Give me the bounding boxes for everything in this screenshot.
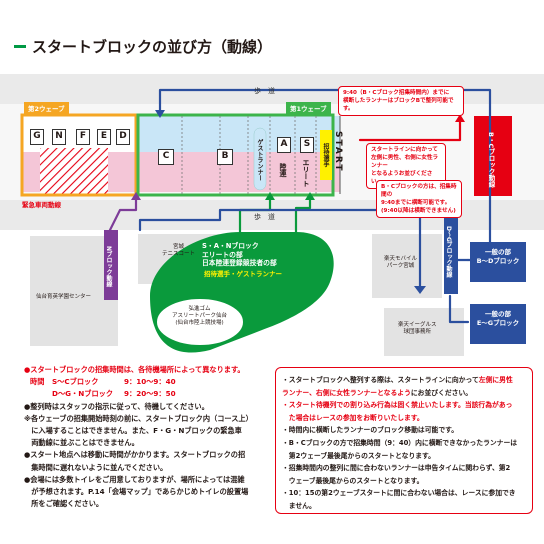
wave2-label: 第2ウェーブ [24, 102, 69, 114]
tennis-court-label: 宮城 テニスコート [162, 244, 196, 257]
rnote-line-2b: た場合はレースの参加をお断りいたします。 [282, 413, 424, 422]
block-f: F [76, 129, 90, 145]
note-toilet-3: 所をご確認ください。 [24, 499, 104, 509]
wave1-box [136, 113, 335, 197]
green-area-sub: 招待選手・ゲストランナー [204, 270, 282, 278]
callout-top: 9:40（B・Cブロック招集時間内）までに 横断したランナーはブロックBで整列可… [338, 86, 464, 116]
block-d: D [116, 129, 130, 145]
title-accent [14, 45, 26, 48]
note-move-1: ●スタート地点へは移動に時間がかかります。スタートブロックの招 [24, 450, 246, 460]
rnote-line-1b: ランナー、右側に女性ランナーとなるようにお並びください。 [282, 387, 526, 400]
note-time-dg-value: 9：20～9：50 [124, 389, 176, 399]
flow-green-2 [294, 196, 312, 234]
note-toilet-2: が予想されます。P.14「会場マップ」であらかじめトイレの設置場 [24, 487, 249, 497]
block-c: C [158, 149, 174, 165]
block-n: N [52, 129, 66, 145]
note-call-time: ●スタートブロックの招集時間は、各待機場所によって異なります。 [24, 365, 245, 374]
rnote-1-red1: 左側に男性 [478, 376, 513, 384]
dg-flow-bar [444, 208, 458, 294]
block-b: B [217, 149, 233, 165]
rnote-line-3: ・時間内に横断したランナーのブロック移動は可能です。 [282, 426, 459, 435]
rnote-1a: ・スタートブロックへ整列する際は、スタートラインに向かって [282, 376, 479, 384]
general-bd-label: 一般の部 B～Dブロック [476, 248, 520, 265]
building-sendai-center [30, 236, 118, 346]
note-move-2: 集時間に遅れないように並んでください。 [24, 462, 168, 472]
note-entry-2: に入場することはできません。また、F・G・Nブロックの緊急車 [24, 426, 242, 436]
note-toilet-1: ●会場には多数トイレをご用意しておりますが、場所によっては混雑 [24, 474, 245, 484]
bc-flow-label-bg [482, 116, 512, 196]
guest-runner-label: ゲストランナー [256, 139, 263, 181]
block-e: E [97, 129, 111, 145]
note-time-sc: 時間 S～Cブロック 9：10～9：40 [24, 376, 274, 388]
rakuten-office-label: 楽天イーグルス 球団事務所 [398, 322, 437, 335]
note-time-sc-block: S～Cブロック [52, 377, 99, 387]
block-g: G [30, 129, 44, 145]
emergency-lane-hatch [40, 148, 108, 194]
wave1-label: 第1ウェーブ [286, 102, 331, 114]
rnote-1-end: にお並びください。 [410, 388, 473, 397]
rnote-line-6b: ません。 [282, 501, 316, 510]
block-a-sub: 陸連 [279, 163, 287, 177]
wave2-box [20, 113, 138, 197]
bc-flow-label: B・Cブロック動線 [487, 132, 495, 188]
rnote-1-red2: ランナー、右側に女性ランナーとなるよう [282, 388, 411, 397]
note-time-sc-value: 9：10～9：40 [124, 377, 176, 387]
sendai-center-label: 仙台育英学園センター [36, 294, 92, 300]
note-staff: ●整列時はスタッフの指示に従って、待機してください。 [24, 401, 209, 411]
flow-purple [108, 196, 138, 232]
invited-label: 招待選手 [322, 143, 329, 167]
block-s: S [300, 137, 314, 153]
rnote-line-4b: 第2ウェーブ最後尾からのスタートとなります。 [282, 451, 435, 460]
notes-right: ・スタートブロックへ整列する際は、スタートラインに向かって左側に男性 ランナー、… [275, 367, 533, 514]
note-entry-3: 両動線に並ぶことはできません。 [24, 438, 139, 448]
block-s-sub: エリート [302, 159, 310, 187]
rnote-line-6a: ・10：15の第2ウェーブスタートに間に合わない場合は、レースに参加でき [282, 489, 516, 498]
dg-flow-label: D～Gブロック動線 [445, 226, 452, 278]
rnote-line-2a: ・スタート待機列での割り込み行為は固く禁止いたします。当該行為があっ [282, 401, 513, 410]
emergency-lane-label: 緊急車両動線 [22, 201, 61, 209]
athlete-park-label: 弘進ゴム アスリートパーク仙台 (仙台市陸上競技場) [172, 306, 228, 326]
notes-left: ●スタートブロックの招集時間は、各待機場所によって異なります。 時間 S～Cブロッ… [24, 364, 274, 510]
flow-blue-top [158, 88, 492, 262]
note-entry-1: ※各ウェーブの招集開始時刻の前に、スタートブロック内（コース上） [24, 413, 253, 423]
rnote-line-5a: ・招集時間内の整列に間に合わないランナーは申告タイムに関わらず、第2 [282, 464, 511, 473]
note-time-dg: D～G・Nブロック 9：20～9：50 [24, 388, 274, 400]
page-title: スタートブロックの並び方（動線） [14, 36, 272, 57]
flow-red [358, 118, 462, 142]
rakuten-park-label: 楽天モバイル パーク宮城 [384, 256, 418, 269]
general-eg-label: 一般の部 E～Gブロック [476, 310, 520, 327]
green-area-title: S・A・Nブロック エリートの部 日本陸連登録競技者の部 [202, 242, 277, 267]
rnote-line-4a: ・B・Cブロックの方で招集時間（9：40）内に横断できなかったランナーは [282, 438, 518, 447]
box-general-bd [470, 242, 526, 282]
start-label: START [333, 131, 343, 173]
building-rakuten-park [372, 234, 442, 298]
box-general-eg [470, 304, 526, 344]
title-text: スタートブロックの並び方（動線） [32, 38, 273, 56]
note-time-dg-block: D～G・Nブロック [52, 389, 114, 399]
road-top-label: 歩 道 [254, 87, 275, 95]
note-time-label: 時間 [30, 377, 45, 387]
n-flow-bar [104, 230, 118, 300]
block-a: A [277, 137, 291, 153]
road-mid-label: 歩 道 [254, 213, 275, 221]
callout-bc: B・Cブロックの方は、招集時間の 9:40までに横断可能です。 (9:40以降は… [376, 180, 462, 218]
n-flow-label: Nブロック動線 [105, 246, 112, 288]
rnote-line-1: ・スタートブロックへ整列する際は、スタートラインに向かって左側に男性 [282, 374, 526, 387]
rnote-line-5b: ウェーブ最後尾からのスタートとなります。 [282, 476, 424, 485]
bc-flow-bar [474, 116, 482, 196]
